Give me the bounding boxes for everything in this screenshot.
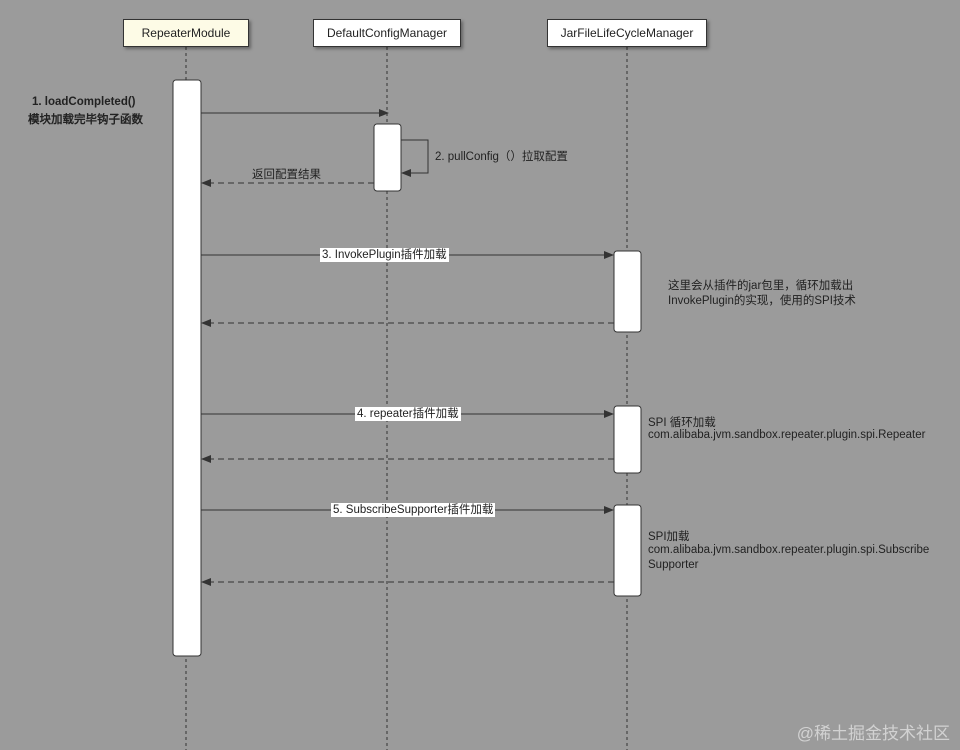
- note-invoke-line1: 这里会从插件的jar包里，循环加载出: [668, 280, 854, 292]
- label-step1-line1: 1. loadCompleted(): [32, 96, 136, 108]
- note-subscribe-line2: com.alibaba.jvm.sandbox.repeater.plugin.…: [648, 544, 930, 556]
- label-step1-line2: 模块加载完毕钩子函数: [28, 114, 143, 126]
- label-config-return: 返回配置结果: [252, 169, 321, 181]
- note-repeater-line1: SPI 循环加载: [648, 417, 716, 429]
- note-subscribe-line1: SPI加载: [648, 531, 690, 543]
- participant-jar-manager: JarFileLifeCycleManager: [547, 19, 707, 47]
- arrow-pull-config: [401, 139, 429, 177]
- activation-config-manager: [373, 123, 402, 192]
- label-step4: 4. repeater插件加载: [355, 407, 461, 421]
- label-step3: 3. InvokePlugin插件加载: [320, 248, 449, 262]
- activation-jar-repeater: [613, 405, 642, 474]
- note-subscribe-line3: Supporter: [648, 559, 699, 571]
- activation-jar-invoke: [613, 250, 642, 333]
- note-invoke-line2: InvokePlugin的实现，使用的SPI技术: [668, 295, 856, 307]
- note-repeater-line2: com.alibaba.jvm.sandbox.repeater.plugin.…: [648, 429, 926, 441]
- label-step5: 5. SubscribeSupporter插件加载: [331, 503, 496, 517]
- label-step2: 2. pullConfig（）拉取配置: [435, 151, 568, 163]
- participant-repeater-module: RepeaterModule: [123, 19, 249, 47]
- activation-repeater-module: [172, 79, 202, 657]
- watermark: @稀土掘金技术社区: [796, 724, 950, 743]
- activation-jar-subscribe: [613, 504, 642, 597]
- participant-config-manager: DefaultConfigManager: [313, 19, 461, 47]
